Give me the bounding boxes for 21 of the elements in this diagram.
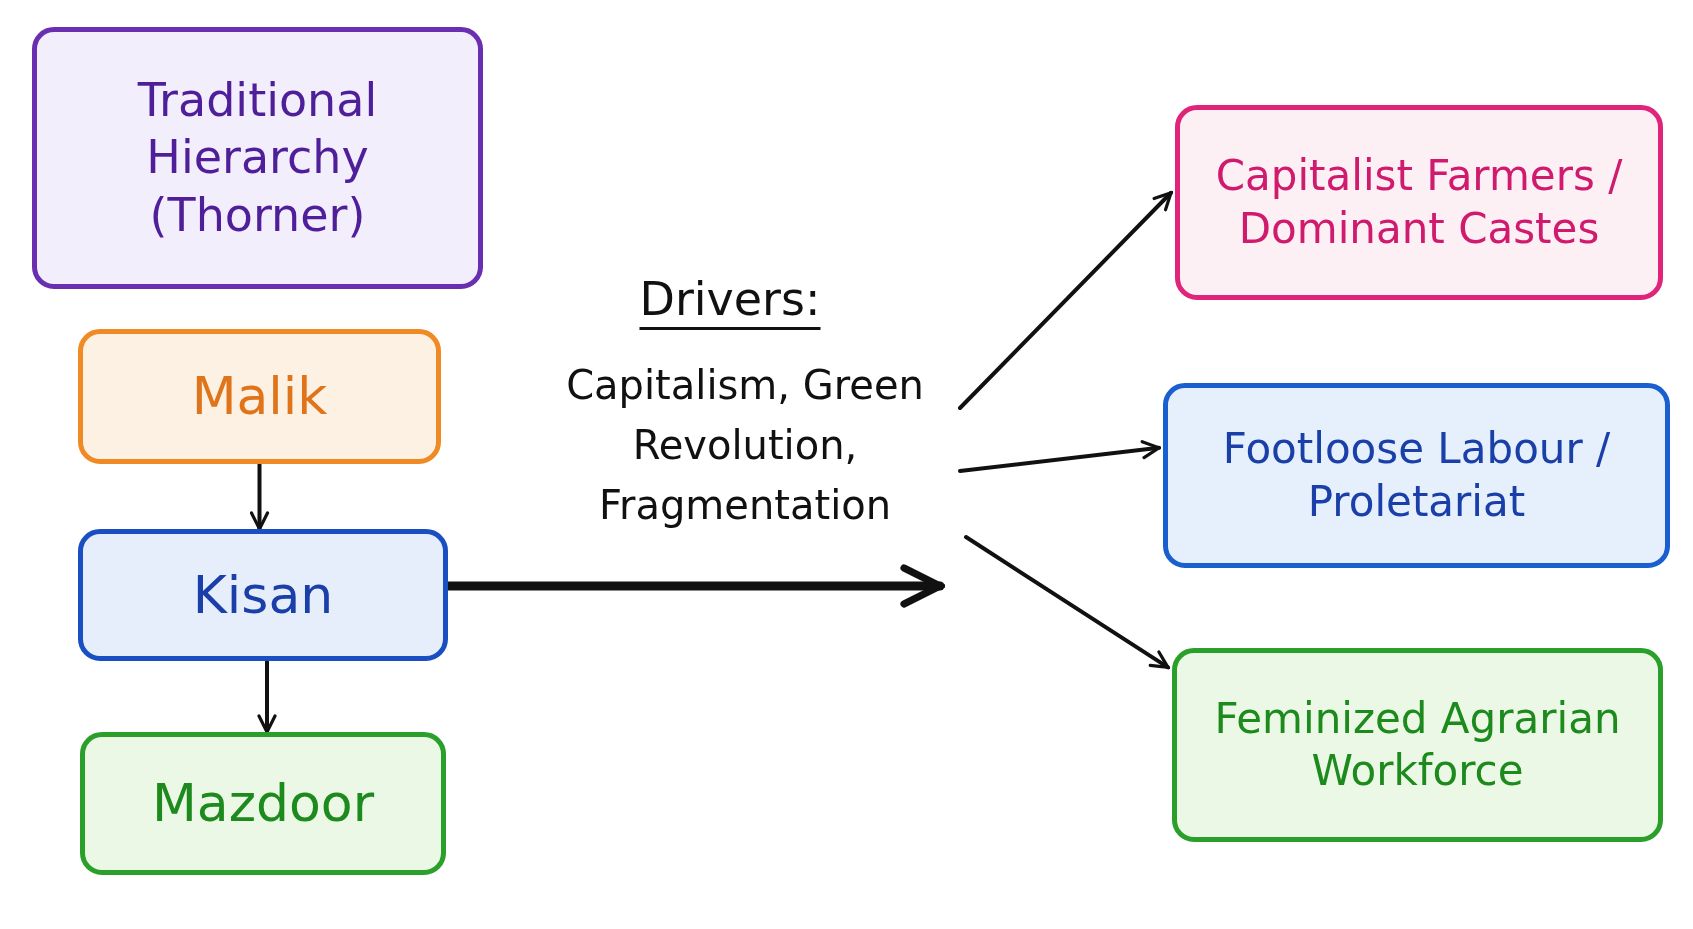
text-box <box>80 732 446 875</box>
box-label: Mazdoor <box>151 772 374 835</box>
text-box <box>32 27 483 289</box>
box-label: Malik <box>191 365 328 428</box>
text-box <box>78 329 441 464</box>
text-box <box>1163 383 1670 568</box>
arrow <box>958 190 1173 410</box>
arrow <box>249 462 270 531</box>
note-text: Capitalism, Green Revolution, Fragmentation <box>565 361 925 530</box>
arrow <box>958 440 1161 473</box>
box-label: Capitalist Farmers / Dominant Castes <box>1214 150 1624 255</box>
arrow <box>964 535 1170 670</box>
box-label: Kisan <box>192 563 334 627</box>
heading: Drivers: <box>638 271 822 328</box>
box-label: Footloose Labour / Proletariat <box>1221 423 1612 528</box>
box-label: Traditional Hierarchy (Thorner) <box>136 71 379 244</box>
text-box <box>1172 648 1663 842</box>
text-box <box>78 529 448 661</box>
text-box <box>1175 105 1663 300</box>
box-label: Feminized Agrarian Workforce <box>1213 692 1622 797</box>
arrow <box>257 659 277 734</box>
